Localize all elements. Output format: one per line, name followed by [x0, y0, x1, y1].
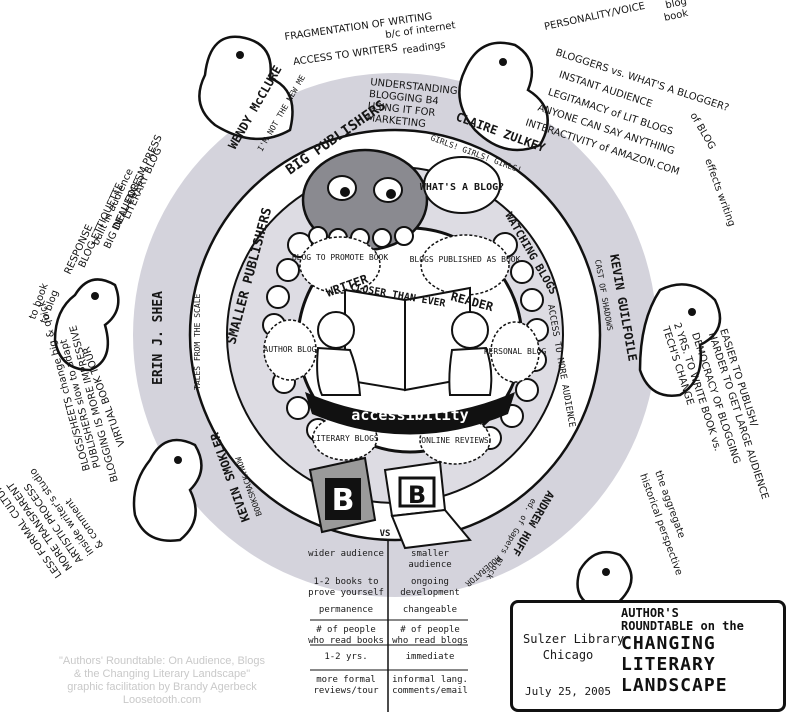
note-tl-3: readings — [402, 40, 446, 57]
table-right-4: immediate — [405, 652, 455, 662]
note-tr-0: PERSONALITY/VOICE — [543, 1, 646, 33]
title-line-1: AUTHOR'S — [621, 606, 679, 620]
book-b-badge — [325, 478, 361, 520]
writer-figure-head — [317, 311, 355, 349]
reader-figure-head — [451, 311, 489, 349]
svg-text:B: B — [332, 483, 355, 518]
bubble-literary-blogs-label: LITERARY BLOGS — [311, 434, 379, 443]
bubble-online-reviews-label: ONLINE REVIEWS — [421, 436, 489, 445]
whats-a-blog-bubble — [423, 156, 501, 214]
title-line-2: ROUNDTABLE on the — [621, 619, 744, 633]
table-left-1: 1-2 books to prove yourself — [308, 577, 384, 598]
vs-label: VS — [380, 529, 391, 539]
table-right-1: ongoing development — [400, 577, 460, 598]
bird-claire — [458, 41, 549, 152]
accessibility-label: accessibility — [351, 406, 468, 424]
title-big-3: LANDSCAPE — [621, 675, 728, 696]
table-right-2: changeable — [402, 605, 458, 615]
bubble-blog-to-book — [299, 236, 381, 294]
image-caption: "Authors' Roundtable: On Audience, Blogs… — [12, 655, 312, 707]
caption-line-1: "Authors' Roundtable: On Audience, Blogs — [59, 655, 265, 667]
writer-figure-body — [316, 346, 362, 396]
bird-kevin-s — [132, 438, 203, 542]
accessibility-banner — [305, 392, 515, 435]
erin-sub: TALES FROM THE SCALE — [193, 293, 202, 390]
venue-line-2: Chicago — [542, 648, 594, 662]
bubble-blog-to-book-label: BLOG TO PROMOTE BOOK — [292, 253, 389, 262]
table-right-5: informal lang. comments/email — [392, 675, 468, 696]
note-tl-2: ACCESS TO WRITERS — [292, 42, 398, 68]
table-left-2: permanence — [318, 605, 374, 615]
table-left-5: more formal reviews/tour — [313, 675, 379, 696]
bubble-author-blog-label: AUTHOR BLOG — [264, 345, 317, 354]
erin-name: ERIN J. SHEA — [151, 291, 166, 385]
venue-line-1: Sulzer Library — [523, 632, 625, 646]
table-right-0: smaller audience — [408, 549, 452, 570]
comparison-table: wider audience smaller audience 1-2 book… — [308, 545, 468, 710]
venue-block: Sulzer Library Chicago — [523, 631, 625, 663]
bubble-author-blog — [263, 319, 317, 381]
caption-line-4: Loosetooth.com — [122, 694, 202, 706]
bird-wendy — [198, 35, 294, 141]
whats-a-blog-label: WHAT'S A BLOG? — [420, 182, 504, 193]
bubble-personal-blog-label: PERSONAL BLOG — [484, 347, 547, 356]
event-date: July 25, 2005 — [524, 685, 612, 698]
caption-line-3: graphic facilitation by Brandy Agerbeck — [67, 681, 257, 693]
laptop-blog-keyboard — [390, 508, 472, 550]
table-right-3: # of people who read blogs — [392, 625, 468, 646]
reader-figure-body — [448, 346, 493, 396]
note-tr-10: effects writing — [702, 157, 737, 228]
table-left-4: 1-2 yrs. — [324, 652, 368, 662]
bubble-personal-blog — [490, 321, 540, 383]
table-left-0: wider audience — [308, 549, 384, 559]
table-rules — [310, 619, 468, 671]
bubble-blogs-published-label: BLOGS PUBLISHED AS BOOK — [410, 255, 521, 264]
svg-text:B: B — [408, 481, 426, 509]
table-left-3: # of people who read books — [308, 625, 384, 646]
title-box: Sulzer Library Chicago July 25, 2005 AUT… — [510, 600, 786, 712]
title-big-2: LITERARY — [621, 654, 716, 675]
blog-b-badge — [398, 476, 436, 508]
title-big-1: CHANGING — [621, 633, 716, 654]
title-block: AUTHOR'S ROUNDTABLE on the CHANGING LITE… — [621, 606, 781, 697]
caption-line-2: & the Changing Literary Landscape" — [73, 668, 251, 680]
note-tr-2: blog — [664, 0, 687, 11]
bubble-blogs-published — [420, 234, 510, 296]
note-tr-9: of BLOG — [687, 111, 717, 152]
bird-erin — [53, 278, 120, 372]
bird-kevin-g — [638, 283, 722, 397]
bird-andrew — [576, 550, 633, 610]
note-tr-3: book — [663, 8, 689, 24]
